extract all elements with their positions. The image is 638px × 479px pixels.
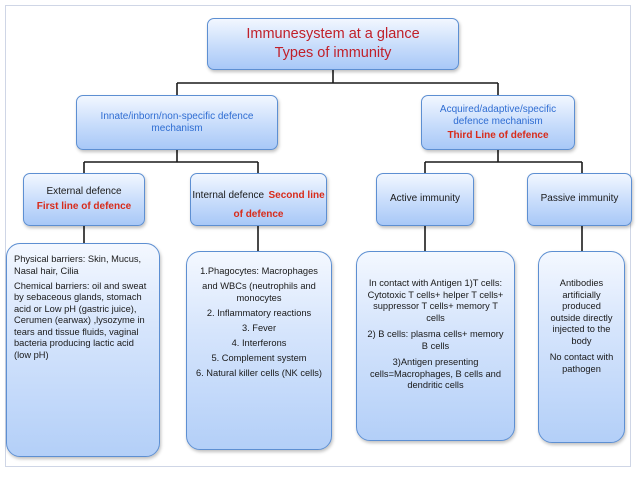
innate-box: Innate/inborn/non-specific defence mecha… — [76, 95, 278, 150]
passive-detail-box: Antibodies artificially produced outside… — [538, 251, 625, 443]
internal-detail-item-1b: and WBCs (neutrophils and monocytes — [202, 281, 316, 303]
external-detail-box: Physical barriers: Skin, Mucus, Nasal ha… — [6, 243, 160, 457]
passive-box: Passive immunity — [527, 173, 632, 226]
active-label: Active immunity — [389, 193, 460, 205]
external-detail-physical: Physical barriers: Skin, Mucus, Nasal ha… — [14, 254, 142, 276]
internal-line: Second line of defence — [233, 190, 325, 221]
acquired-box: Acquired/adaptive/specific defence mecha… — [421, 95, 575, 150]
innate-label: Innate/inborn/non-specific defence mecha… — [100, 110, 254, 134]
internal-detail-item-2: 2. Inflammatory reactions — [206, 307, 312, 318]
active-box: Active immunity — [376, 173, 474, 226]
internal-label: Internal defence — [192, 190, 265, 201]
internal-detail-item-6: 6. Natural killer cells (NK cells) — [195, 367, 323, 378]
passive-detail-no-contact: No contact with pathogen — [549, 352, 614, 374]
acquired-label: Acquired/adaptive/specific defence mecha… — [439, 103, 557, 127]
external-box: External defence First line of defence — [23, 173, 145, 226]
title-box: Immunesystem at a glance Types of immuni… — [207, 18, 459, 70]
internal-detail-box: 1.Phagocytes: Macrophages and WBCs (neut… — [186, 251, 332, 450]
internal-detail-item-4: 4. Interferons — [231, 337, 287, 348]
external-detail-chemical: Chemical barriers: oil and sweat by seba… — [14, 280, 147, 360]
external-line: First line of defence — [36, 201, 132, 212]
title-line-1: Immunesystem at a glance — [246, 26, 420, 42]
internal-detail-item-5: 5. Complement system — [211, 352, 307, 363]
active-detail-apc: 3)Antigen presenting cells=Macrophages, … — [369, 357, 501, 390]
active-detail-t-cells: In contact with Antigen 1)T cells: Cytot… — [367, 278, 504, 323]
internal-detail-item-1: 1.Phagocytes: Macrophages — [200, 266, 318, 276]
passive-label: Passive immunity — [540, 193, 619, 205]
external-label: External defence — [46, 185, 122, 197]
passive-detail-antibodies: Antibodies artificially produced outside… — [550, 278, 613, 346]
acquired-line: Third Line of defence — [447, 129, 549, 141]
internal-detail-item-3: 3. Fever — [241, 322, 277, 333]
active-detail-b-cells: 2) B cells: plasma cells+ memory B cells — [367, 329, 504, 351]
internal-box: Internal defence Second line of defence — [190, 173, 327, 226]
title-line-2: Types of immunity — [274, 45, 392, 61]
active-detail-box: In contact with Antigen 1)T cells: Cytot… — [356, 251, 515, 441]
